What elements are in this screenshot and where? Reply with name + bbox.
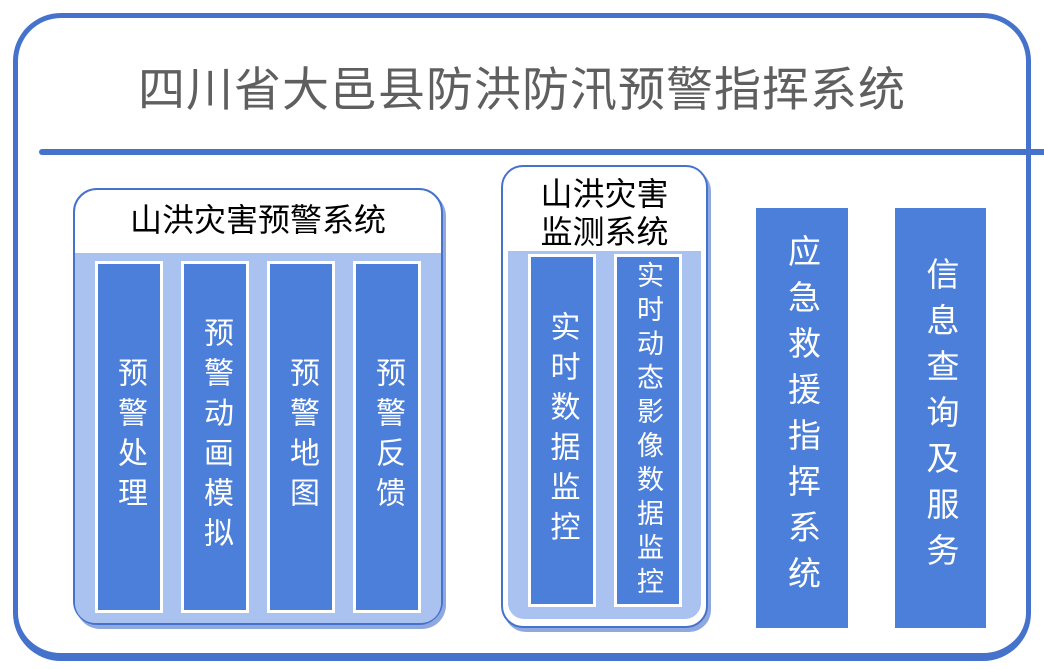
- module-bar-realtime-data-monitoring: 实时数据监控: [527, 254, 596, 607]
- group-title: 山洪灾害预警系统: [129, 201, 386, 239]
- module-bar-information-query-and-service: 信息查询及服务: [895, 208, 986, 628]
- module-bar-label: 信息查询及服务: [921, 257, 960, 579]
- module-bar-label: 预警反馈: [370, 357, 405, 517]
- group-title: 山洪灾害 监测系统: [540, 175, 669, 251]
- module-bar-label: 预警地图: [284, 357, 319, 517]
- module-bar-emergency-rescue-command-system: 应急救援指挥系统: [756, 208, 848, 628]
- module-bar-warning-animation-simulation: 预警动画模拟: [181, 261, 249, 613]
- module-bar-label: 应急救援指挥系统: [782, 234, 822, 602]
- module-bar-label: 预警处理: [112, 357, 147, 517]
- page-title: 四川省大邑县防洪防汛预警指挥系统: [138, 63, 906, 116]
- module-bar-label: 实时数据监控: [544, 310, 580, 551]
- group-panel: 预警处理 预警动画模拟 预警地图 预警反馈: [75, 253, 441, 623]
- outer-frame: 四川省大邑县防洪防汛预警指挥系统 山洪灾害预警系统 预警处理 预警动画模拟 预警…: [13, 13, 1044, 661]
- group-flood-monitoring-system: 山洪灾害 监测系统 实时数据监控 实时动态影像数据监控: [501, 165, 708, 628]
- module-bar-warning-feedback: 预警反馈: [353, 261, 421, 613]
- module-bar-realtime-dynamic-video-data-monitoring: 实时动态影像数据监控: [613, 254, 682, 607]
- module-bar-label: 实时动态影像数据监控: [632, 260, 663, 601]
- module-bar-warning-processing: 预警处理: [95, 261, 163, 613]
- group-panel: 实时数据监控 实时动态影像数据监控: [508, 251, 701, 619]
- module-bar-label: 预警动画模拟: [198, 317, 233, 557]
- title-divider: [39, 149, 1044, 155]
- group-flood-warning-system: 山洪灾害预警系统 预警处理 预警动画模拟 预警地图 预警反馈: [73, 188, 443, 625]
- module-bar-warning-map: 预警地图: [267, 261, 335, 613]
